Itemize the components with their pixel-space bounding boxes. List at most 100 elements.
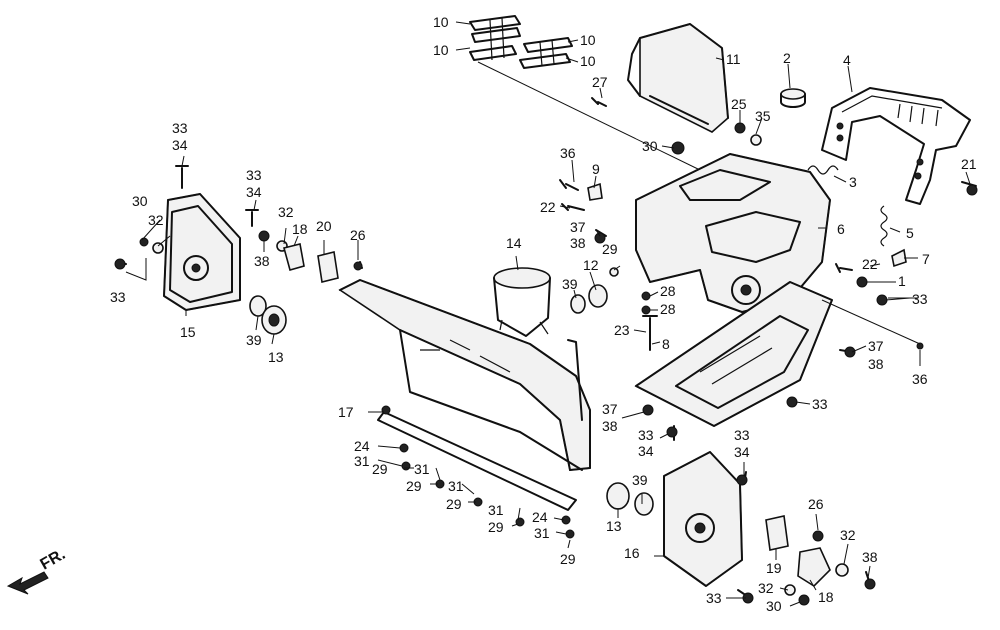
callout-34: 34 [172,137,188,153]
auger-housing [338,279,591,471]
callout-31: 31 [488,502,504,518]
callout-23: 23 [614,322,630,338]
hardware [114,97,978,606]
callout-18: 18 [818,589,834,605]
callout-34: 34 [246,184,262,200]
callout-6: 6 [837,221,845,237]
callout-29: 29 [372,461,388,477]
callout-30: 30 [766,598,782,614]
callout-10: 10 [580,53,596,69]
callout-33: 33 [912,291,928,307]
callout-39: 39 [632,472,648,488]
callout-37: 37 [602,401,618,417]
callout-33: 33 [638,427,654,443]
callout-38: 38 [862,549,878,565]
callout-15: 15 [180,324,196,340]
callout-30: 30 [132,193,148,209]
callout-33: 33 [246,167,262,183]
callout-8: 8 [662,336,670,352]
callout-34: 34 [734,444,750,460]
callout-31: 31 [534,525,550,541]
callout-5: 5 [906,225,914,241]
callout-14: 14 [506,235,522,251]
callout-17: 17 [338,404,354,420]
callout-13: 13 [606,518,622,534]
springs [807,165,888,247]
front-direction-label: FR. [38,546,69,574]
callout-33: 33 [172,120,188,136]
spring-clips [469,15,573,69]
callout-25: 25 [731,96,747,112]
callout-32: 32 [278,204,294,220]
callout-31: 31 [354,453,370,469]
callout-36: 36 [560,145,576,161]
callout-29: 29 [560,551,576,567]
callout-29: 29 [446,496,462,512]
callout-21: 21 [961,156,977,172]
callout-35: 35 [755,108,771,124]
callout-28: 28 [660,301,676,317]
callout-leaders [125,21,971,607]
callout-10: 10 [433,42,449,58]
callout-16: 16 [624,545,640,561]
callout-18: 18 [292,221,308,237]
callout-11: 11 [726,51,741,67]
callout-19: 19 [766,560,782,576]
callout-39: 39 [246,332,262,348]
callout-29: 29 [488,519,504,535]
callout-9: 9 [592,161,600,177]
callout-38: 38 [602,418,618,434]
callout-39: 39 [562,276,578,292]
callout-38: 38 [868,356,884,372]
callout-12: 12 [583,257,599,273]
callout-27: 27 [592,74,608,90]
callout-4: 4 [843,52,851,68]
callout-32: 32 [840,527,856,543]
callout-10: 10 [433,14,449,30]
callout-2: 2 [783,50,791,66]
callout-33: 33 [734,427,750,443]
callout-34: 34 [638,443,654,459]
callout-3: 3 [849,174,857,190]
callout-38: 38 [254,253,270,269]
callout-26: 26 [808,496,824,512]
belt-cover [627,23,729,133]
callout-7: 7 [922,251,930,267]
callout-33: 33 [110,289,126,305]
left-side-cover [163,193,241,311]
bottom-plate [634,281,834,427]
callout-29: 29 [602,241,618,257]
callout-24: 24 [532,509,548,525]
bushings [249,295,654,516]
callout-36: 36 [912,371,928,387]
callout-20: 20 [316,218,332,234]
callout-31: 31 [448,478,464,494]
callout-30: 30 [642,138,658,154]
callout-33: 33 [706,590,722,606]
callout-32: 32 [758,580,774,596]
front-direction-arrow [6,571,49,595]
right-side-cover [663,451,743,587]
chute [493,267,551,337]
callout-38: 38 [570,235,586,251]
callout-33: 33 [812,396,828,412]
callout-29: 29 [406,478,422,494]
callout-24: 24 [354,438,370,454]
callout-37: 37 [570,219,586,235]
callout-28: 28 [660,283,676,299]
callout-22: 22 [540,199,556,215]
callout-32: 32 [148,212,164,228]
callout-31: 31 [414,461,430,477]
scraper-bar [377,405,577,511]
handle-bracket [821,87,971,205]
callout-22: 22 [862,256,878,272]
callout-13: 13 [268,349,284,365]
callout-37: 37 [868,338,884,354]
callout-26: 26 [350,227,366,243]
callout-1: 1 [898,273,906,289]
callout-10: 10 [580,32,596,48]
callout-labels: 10 10 10 10 11 2 4 27 25 35 30 3 21 36 9… [38,14,977,614]
small-brackets [283,182,907,588]
grommet [780,88,806,108]
